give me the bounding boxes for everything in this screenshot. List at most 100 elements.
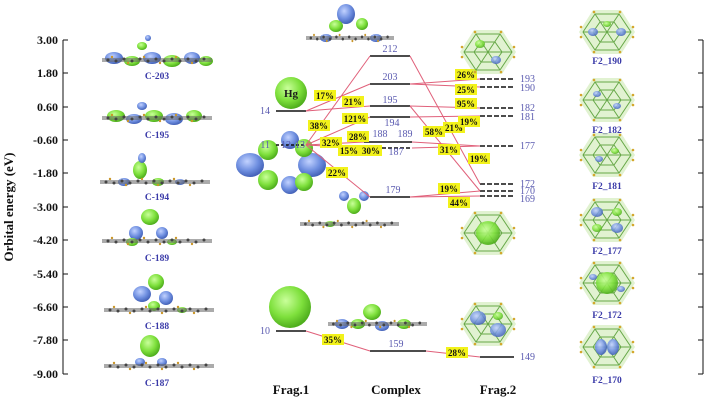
pct-badge: 19%	[458, 116, 480, 127]
level-label-frag1-12: 12	[281, 140, 291, 151]
level-label-frag2-193: 193	[520, 74, 535, 85]
svg-text:44%: 44%	[450, 198, 468, 208]
pct-badge: 25%	[455, 84, 477, 95]
orbital-image-c194	[100, 153, 210, 187]
complex-orbital-images: C-203 C-195 C-194 C-18	[100, 35, 214, 389]
svg-text:28%: 28%	[448, 348, 466, 358]
pct-badge: 22%	[326, 167, 348, 178]
percentage-badges: 17% 21% 38% 121% 28% 32% 15% 30% 22% 35%…	[308, 69, 490, 358]
orbital-label-f2-181: F2_181	[592, 182, 622, 192]
svg-text:19%: 19%	[460, 117, 478, 127]
orbital-label-c194: C-194	[145, 193, 170, 203]
orbital-image-c188	[104, 274, 214, 315]
level-label-frag2-149: 149	[520, 352, 535, 363]
level-label-complex-159: 159	[389, 339, 404, 350]
orbital-label-c188: C-188	[145, 322, 170, 332]
pct-badge: 31%	[438, 144, 460, 155]
level-label-frag2-182: 182	[520, 103, 535, 114]
frag2-orbital-images: F2_190 F2_182 F2_181 F2_177 F2_172	[578, 9, 636, 386]
orbital-label-c195: C-195	[145, 131, 170, 141]
orbital-label-c189: C-189	[145, 254, 170, 264]
pct-badge: 26%	[455, 69, 477, 80]
level-label-frag2-172: 172	[520, 179, 535, 190]
svg-text:28%: 28%	[349, 132, 367, 142]
energy-axis: 3.00 1.80 0.60 -0.60 -1.80 -3.00 -4.20 -…	[1, 33, 68, 381]
tick-label: -4.20	[33, 233, 58, 247]
orbital-label-f2-177: F2_177	[592, 247, 622, 257]
pct-badge: 19%	[468, 153, 490, 164]
pct-badge: 30%	[360, 145, 382, 156]
orbital-image-c187	[104, 335, 214, 371]
level-label-complex-203: 203	[383, 72, 398, 83]
orbital-image-c203	[102, 35, 213, 67]
atom-label: Hg	[284, 88, 299, 100]
column-title-frag1: Frag.1	[273, 382, 309, 397]
pct-badge: 44%	[448, 197, 470, 208]
level-label-frag2-190: 190	[520, 83, 535, 94]
pct-badge: 15%	[338, 145, 360, 156]
frag2-orbital-image-mid	[459, 210, 517, 256]
tick-label: -9.00	[33, 367, 58, 381]
frag1-hg-atom: Hg	[275, 77, 307, 109]
svg-text:17%: 17%	[316, 91, 334, 101]
orbital-image-f2-182	[578, 77, 636, 123]
column-title-complex: Complex	[371, 382, 421, 397]
svg-text:19%: 19%	[470, 154, 488, 164]
pct-badge: 58%	[423, 126, 445, 137]
level-label-frag1-14: 14	[260, 106, 270, 117]
column-title-frag2: Frag.2	[480, 382, 516, 397]
tick-label: -5.40	[33, 267, 58, 281]
tick-label: -3.00	[33, 200, 58, 214]
tick-label: -6.60	[33, 300, 58, 314]
frag2-orbital-image-upper	[459, 29, 517, 75]
orbital-label-f2-172: F2_172	[592, 311, 622, 321]
pct-badge: 19%	[438, 183, 460, 194]
level-label-frag2-177: 177	[520, 141, 535, 152]
level-label-frag2-169: 169	[520, 194, 535, 205]
level-label-complex-188: 188	[373, 129, 388, 140]
orbital-image-c195	[102, 102, 212, 125]
orbital-image-f2-172	[578, 260, 636, 306]
svg-text:21%: 21%	[344, 97, 362, 107]
svg-text:19%: 19%	[440, 184, 458, 194]
svg-text:38%: 38%	[310, 121, 328, 131]
level-label-complex-179: 179	[386, 185, 401, 196]
orbital-image-f2-190	[578, 9, 636, 55]
orbital-image-f2-170	[578, 324, 636, 370]
tick-label: 3.00	[37, 33, 58, 47]
orbital-image-f2-181	[578, 132, 636, 178]
svg-text:30%: 30%	[362, 146, 380, 156]
svg-text:95%: 95%	[457, 99, 475, 109]
pct-badge: 35%	[322, 334, 344, 345]
level-label-complex-212: 212	[383, 44, 398, 55]
right-axis-border	[698, 39, 704, 375]
level-label-complex-195: 195	[383, 95, 398, 106]
orbital-label-f2-182: F2_182	[592, 126, 622, 136]
orbital-label-f2-190: F2_190	[592, 57, 622, 67]
frag1-d-orbital-isosurface	[236, 131, 326, 194]
frag2-levels: 193 190 182 181 177 172 170 169 149	[480, 74, 535, 363]
complex-low-orbital-image	[328, 304, 427, 331]
svg-text:58%: 58%	[425, 127, 443, 137]
pct-badge: 95%	[455, 98, 477, 109]
pct-badge: 28%	[347, 131, 369, 142]
frag1-s-orbital-isosurface	[269, 286, 311, 328]
svg-text:15%: 15%	[340, 146, 358, 156]
svg-text:26%: 26%	[457, 70, 475, 80]
pct-badge: 38%	[308, 120, 330, 131]
orbital-label-f2-170: F2_170	[592, 376, 622, 386]
frag2-orbital-image-lower	[459, 301, 517, 347]
orbital-label-c187: C-187	[145, 379, 170, 389]
tick-label: -7.80	[33, 333, 58, 347]
level-label-frag2-170: 170	[520, 186, 535, 197]
tick-label: 0.60	[37, 100, 58, 114]
axis-title: Orbital energy (eV)	[1, 152, 16, 261]
complex-top-orbital-image	[306, 4, 394, 43]
level-label-complex-187: 187	[389, 147, 404, 158]
level-label-frag1-10: 10	[260, 326, 270, 337]
level-label-frag1-13: 13	[295, 140, 305, 151]
svg-text:22%: 22%	[328, 168, 346, 178]
svg-text:21%: 21%	[445, 123, 463, 133]
tick-label: -0.60	[33, 133, 58, 147]
